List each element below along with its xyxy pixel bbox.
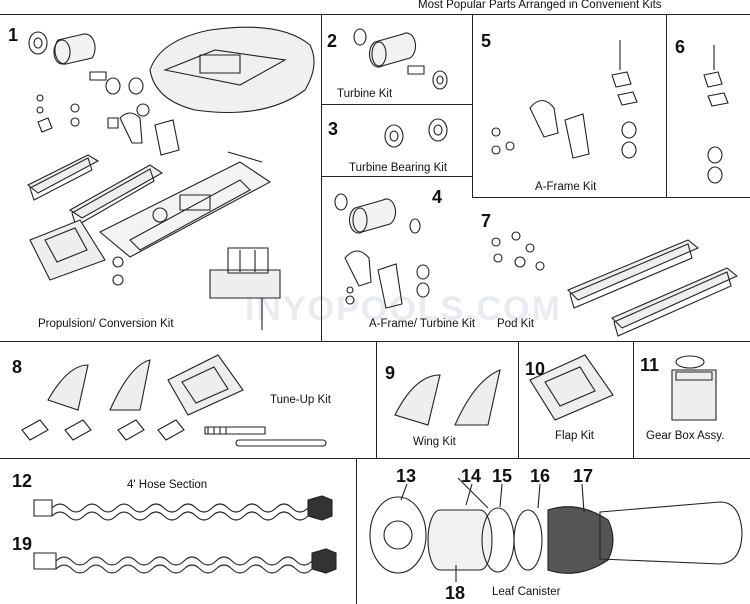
canister-callout: 18 bbox=[445, 583, 466, 603]
kit-number: 5 bbox=[481, 31, 492, 51]
bearing-part bbox=[385, 119, 447, 147]
turbine-part bbox=[335, 194, 429, 308]
kit-number: 2 bbox=[327, 31, 338, 51]
kit-number: 9 bbox=[385, 363, 396, 383]
kit-number: 19 bbox=[12, 534, 33, 554]
kit-number: 10 bbox=[525, 359, 546, 379]
divider bbox=[321, 176, 472, 178]
canister-callout: 16 bbox=[530, 466, 551, 486]
kit-number: 12 bbox=[12, 471, 33, 491]
kit-label: Gear Box Assy. bbox=[646, 430, 725, 442]
divider bbox=[633, 341, 635, 458]
divider bbox=[518, 341, 520, 458]
kit-number: 11 bbox=[640, 355, 660, 375]
divider bbox=[321, 104, 472, 106]
hose-section bbox=[34, 549, 336, 573]
tune-up-parts bbox=[22, 355, 326, 446]
kit-label: Pod Kit bbox=[497, 318, 535, 330]
canister-callout: 15 bbox=[492, 466, 513, 486]
kit-number: 3 bbox=[328, 119, 339, 139]
flap-part bbox=[530, 355, 613, 420]
divider bbox=[0, 458, 750, 460]
kit-label: 4' Hose Section bbox=[127, 479, 208, 491]
divider bbox=[321, 14, 323, 341]
top-housing bbox=[150, 27, 314, 112]
canister-callout: 13 bbox=[396, 466, 417, 486]
a-frame-part bbox=[492, 40, 637, 158]
kit-label: Tune-Up Kit bbox=[270, 394, 331, 406]
flap-part bbox=[30, 220, 105, 280]
chassis bbox=[100, 162, 270, 257]
kit-number: 6 bbox=[675, 37, 686, 57]
kit-number: 1 bbox=[8, 25, 19, 45]
gear-box-part bbox=[672, 356, 716, 420]
hardware-bits bbox=[37, 95, 262, 162]
kit-label: A-Frame/ Turbine Kit bbox=[369, 318, 476, 330]
kit-label: Propulsion/ Conversion Kit bbox=[38, 318, 174, 330]
kit-label: Turbine Bearing Kit bbox=[349, 162, 448, 174]
leaf-canister-parts bbox=[370, 478, 742, 582]
hose-section bbox=[34, 496, 332, 520]
divider bbox=[666, 14, 668, 198]
divider bbox=[356, 458, 358, 604]
hardware-part bbox=[704, 45, 728, 183]
kit-label: Leaf Canister bbox=[492, 586, 561, 598]
turbine-part bbox=[354, 29, 447, 89]
watermark: INYOPOOLS.COM bbox=[245, 290, 562, 328]
canister-callout: 17 bbox=[573, 466, 594, 486]
kit-number: 7 bbox=[481, 211, 492, 231]
kit-label: A-Frame Kit bbox=[535, 181, 597, 193]
divider bbox=[472, 197, 750, 199]
turbine-part bbox=[29, 32, 143, 94]
gearbox-part bbox=[210, 248, 280, 330]
kit-number: 8 bbox=[12, 357, 23, 377]
kit-label: Flap Kit bbox=[555, 430, 594, 442]
kit-label: Wing Kit bbox=[413, 436, 456, 448]
wing-parts bbox=[395, 370, 500, 425]
divider bbox=[376, 341, 378, 458]
divider bbox=[472, 14, 474, 198]
page-title: Most Popular Parts Arranged in Convenien… bbox=[418, 0, 662, 11]
kit-number: 4 bbox=[432, 187, 443, 207]
canister-callout: 14 bbox=[461, 466, 482, 486]
kit-label: Turbine Kit bbox=[337, 88, 393, 100]
divider bbox=[0, 341, 750, 343]
pod-part bbox=[492, 232, 737, 336]
diagram-frame bbox=[0, 14, 750, 604]
